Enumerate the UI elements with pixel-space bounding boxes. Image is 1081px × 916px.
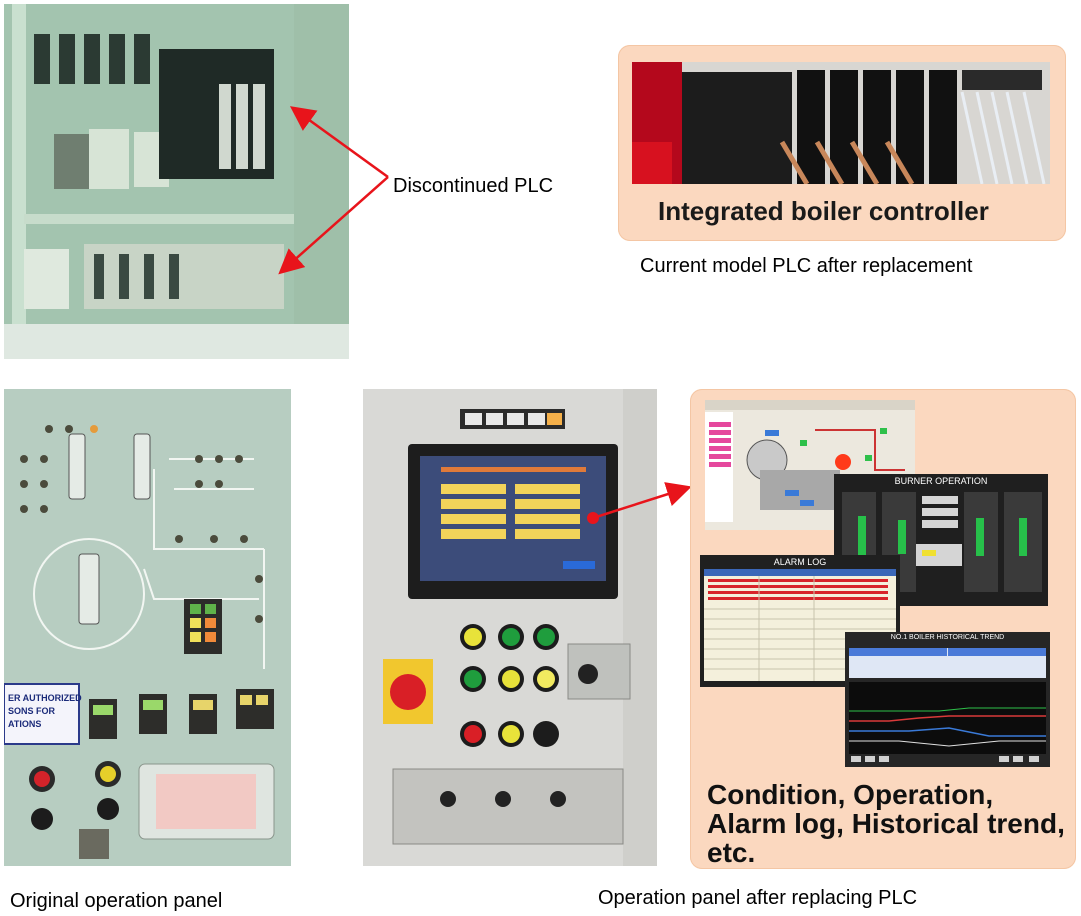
arrow-pointers	[278, 106, 389, 275]
svg-text:SONS FOR: SONS FOR	[8, 706, 56, 716]
new-panel-photo	[363, 389, 657, 866]
discontinued-plc-photo	[4, 4, 349, 359]
features-line-3: etc.	[707, 837, 756, 868]
hmi-arrow	[587, 482, 692, 524]
discontinued-plc-label: Discontinued PLC	[393, 175, 554, 197]
historical-trend-screen: NO.1 BOILER HISTORICAL TREND	[845, 632, 1050, 767]
current-plc-caption: Current model PLC after replacement	[640, 255, 973, 277]
features-line-2: Alarm log, Historical trend,	[707, 808, 1065, 839]
svg-text:ATIONS: ATIONS	[8, 719, 41, 729]
alarm-log-title: ALARM LOG	[773, 557, 827, 567]
current-plc-photo	[632, 62, 1050, 184]
svg-text:ER AUTHORIZED: ER AUTHORIZED	[8, 693, 82, 703]
hmi-features-text: Condition, Operation, Alarm log, Histori…	[707, 780, 1065, 867]
replaced-panel-caption: Operation panel after replacing PLC	[598, 887, 918, 909]
historical-trend-title: NO.1 BOILER HISTORICAL TREND	[890, 634, 1005, 641]
burner-operation-title: BURNER OPERATION	[894, 476, 988, 486]
original-panel-caption: Original operation panel	[10, 890, 223, 912]
original-panel-photo: ER AUTHORIZED SONS FOR ATIONS	[4, 389, 291, 866]
features-line-1: Condition, Operation,	[707, 779, 994, 810]
integrated-controller-label: Integrated boiler controller	[658, 196, 989, 226]
